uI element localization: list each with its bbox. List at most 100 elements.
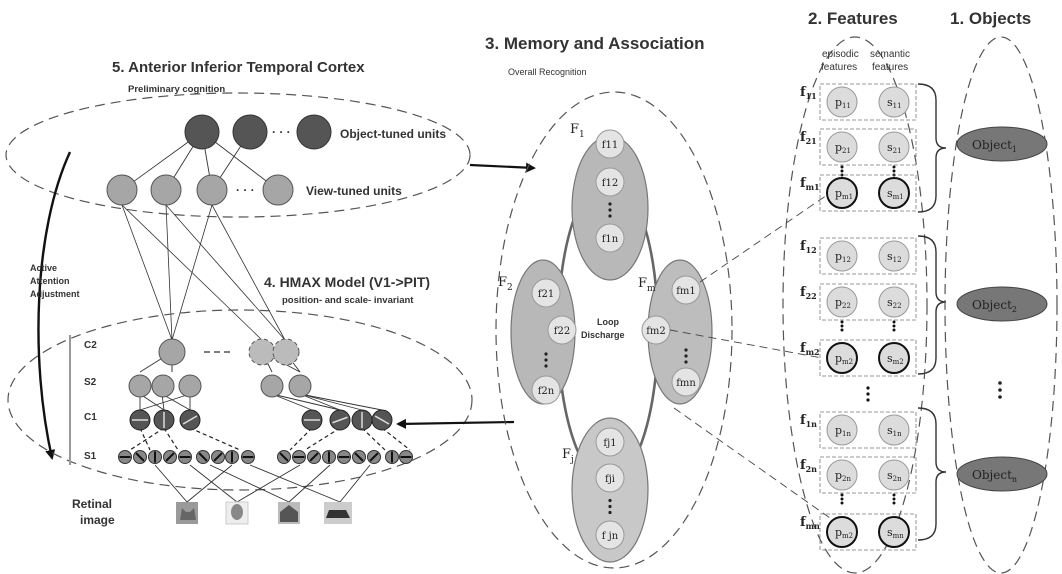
feature-row-label: f11 — [800, 85, 817, 101]
memory-node-label: fm2 — [646, 326, 666, 337]
memory-feature-connectors — [669, 192, 831, 519]
feature-row-label: f21 — [800, 130, 817, 146]
object-braces — [917, 83, 947, 541]
attention-arrow — [37, 151, 72, 460]
episodic-feature-node — [826, 86, 858, 118]
episodic-feature-node-label: p2n — [835, 469, 852, 483]
memory-node — [531, 375, 561, 405]
attention-line1: Active — [30, 263, 57, 273]
semantic-feature-node — [878, 86, 910, 118]
object-n-label: Objectn — [972, 468, 1017, 484]
semantic-feature-node-label: s2n — [887, 469, 902, 483]
semantic-feature-node-label: s11 — [887, 96, 902, 110]
memory-node — [671, 275, 701, 305]
layer-label-s2: S2 — [84, 377, 97, 388]
feature-ellipsis — [866, 386, 870, 390]
s2-unit — [288, 374, 312, 398]
feature-row-label: fm1 — [800, 176, 820, 192]
feature-row-box — [819, 237, 917, 275]
memory-ellipse — [495, 91, 733, 569]
semantic-feature-node — [878, 516, 910, 548]
objects-ellipsis — [998, 381, 1002, 399]
object-tuned-unit — [184, 114, 220, 150]
episodic-feature-node-label: p11 — [835, 96, 851, 110]
section5-subtitle: Preliminary cognition — [128, 84, 225, 95]
memory-node — [595, 167, 625, 197]
episodic-feature-node — [826, 240, 858, 272]
loop-label-line2: Discharge — [581, 330, 625, 340]
object-units-dots: · · · — [272, 125, 291, 139]
section4-subtitle: position- and scale- invariant — [282, 295, 414, 306]
semantic-feature-node-label: sm1 — [887, 187, 904, 201]
memory-node-label: f2n — [538, 386, 555, 397]
cat-icon — [180, 508, 196, 520]
memory-node-label: f12 — [602, 178, 618, 189]
group-f1-label: F1 — [570, 122, 585, 140]
feature-row-box — [819, 174, 917, 212]
memory-node-label: fj1 — [603, 438, 616, 449]
feature-row-box — [819, 283, 917, 321]
object-tuned-unit — [232, 114, 268, 150]
house-icon — [280, 505, 298, 522]
objects-ellipse — [944, 36, 1058, 574]
memory-node-label: f11 — [602, 140, 618, 151]
c2-unit — [158, 338, 186, 366]
episodic-feature-node-label: p12 — [835, 250, 851, 264]
feature-row-box — [819, 513, 917, 551]
episodic-feature-node — [826, 177, 858, 209]
semantic-feature-node-label: s22 — [887, 296, 902, 310]
attention-line2: Attention — [30, 276, 70, 286]
layer-label-c2: C2 — [84, 340, 97, 351]
semantic-feature-node-label: s1n — [887, 424, 902, 438]
section2-title: 2. Features — [808, 9, 898, 28]
episodic-feature-node-label: p22 — [835, 296, 851, 310]
feature-row-box — [819, 411, 917, 449]
section1-title: 1. Objects — [950, 9, 1031, 28]
episodic-feature-node — [826, 286, 858, 318]
object-n-node — [956, 456, 1048, 492]
group-fm-label: Fm — [638, 276, 656, 294]
episodic-feature-node — [826, 342, 858, 374]
s2-unit — [178, 374, 202, 398]
attention-line3: Adjustment — [30, 289, 80, 299]
episodic-header-line2: features — [821, 62, 857, 73]
feature-row-box — [819, 339, 917, 377]
semantic-header-line1: semantic — [870, 49, 910, 60]
group-f2-label: F2 — [498, 275, 513, 293]
semantic-feature-node — [878, 286, 910, 318]
semantic-header-line2: features — [872, 62, 908, 73]
semantic-feature-node — [878, 240, 910, 272]
feature-row-label: f12 — [800, 239, 817, 255]
s2-unit — [128, 374, 152, 398]
memory-node — [595, 463, 625, 493]
hmax-network — [118, 338, 413, 503]
view-tuned-unit — [106, 174, 138, 206]
section3-title: 3. Memory and Association — [485, 34, 704, 53]
car-icon — [326, 510, 350, 518]
episodic-feature-node — [826, 516, 858, 548]
feature-row-box — [819, 456, 917, 494]
hmax-ellipse — [7, 309, 473, 491]
retinal-label-line2: image — [80, 513, 115, 527]
retinal-images — [176, 501, 352, 525]
semantic-feature-node — [878, 414, 910, 446]
memory-node-label: fmn — [676, 378, 696, 389]
feature-row-label: f2n — [800, 458, 817, 474]
memory-node — [595, 223, 625, 253]
episodic-feature-node-label: pm2 — [835, 526, 853, 540]
object-1-node — [956, 126, 1048, 162]
memory-node-label: f21 — [538, 289, 554, 300]
view-tuned-unit — [150, 174, 182, 206]
semantic-feature-node-label: smn — [887, 526, 904, 540]
view-to-c2-links — [121, 204, 286, 341]
episodic-header-line1: episodic — [822, 49, 859, 60]
memory-node-label: fm1 — [676, 286, 696, 297]
view-units-dots: · · · — [236, 183, 255, 197]
memory-node-label: f1n — [602, 234, 619, 245]
aitc-ellipse — [5, 92, 471, 218]
object-2-node — [956, 286, 1048, 322]
object-2-label: Object2 — [972, 298, 1017, 314]
s2-unit — [260, 374, 284, 398]
